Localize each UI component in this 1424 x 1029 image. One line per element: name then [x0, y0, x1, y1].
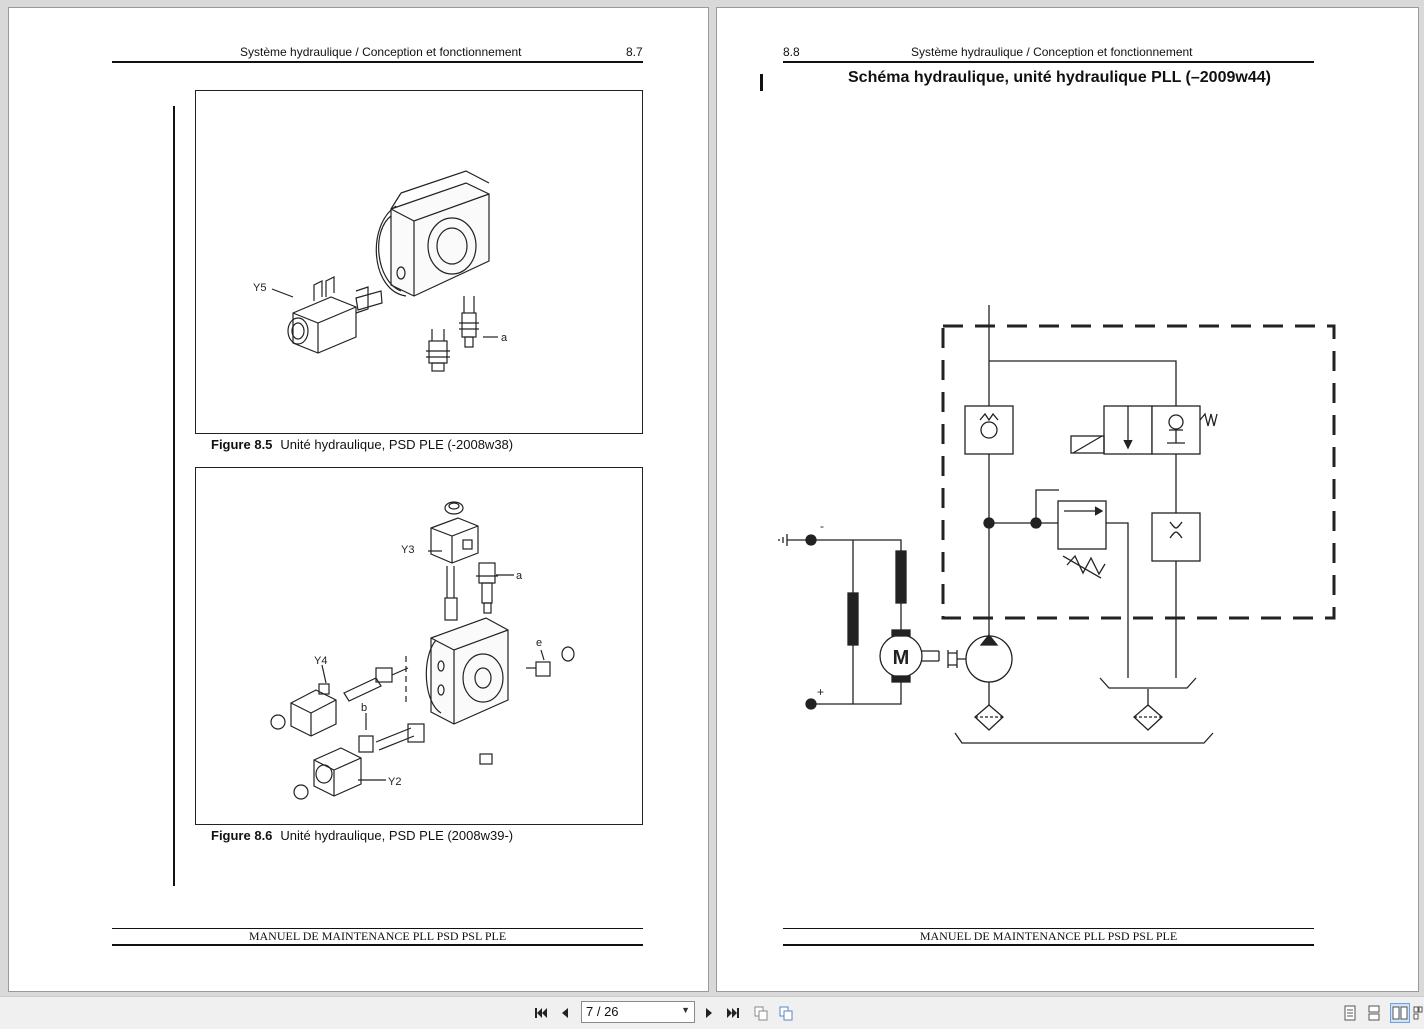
left-footer: MANUEL DE MAINTENANCE PLL PSD PSL PLE [248, 929, 507, 943]
label-a-fig2: a [516, 570, 523, 582]
figure-8-5-text: Unité hydraulique, PSD PLE (-2008w38) [280, 437, 514, 452]
next-page-button[interactable] [700, 1004, 718, 1022]
go-forward-button[interactable] [777, 1004, 795, 1022]
two-page-continuous-view-button[interactable] [1412, 1003, 1424, 1023]
header-rule [112, 61, 643, 63]
label-y5: Y5 [253, 282, 266, 294]
footer-rule-top [783, 928, 1314, 929]
right-page: 8.8 Système hydraulique / Conception et … [716, 7, 1419, 992]
schema-title: Schéma hydraulique, unité hydraulique PL… [848, 69, 1271, 86]
footer-rule-bottom [783, 944, 1314, 946]
right-page-number: 8.8 [783, 45, 800, 59]
minus-terminal-label: - [820, 519, 824, 533]
last-page-icon [727, 1008, 739, 1018]
footer-rule-bottom [112, 944, 643, 946]
figure-8-5-number: Figure 8.5 [211, 437, 273, 452]
figure-8-6-text: Unité hydraulique, PSD PLE (2008w39-) [280, 828, 514, 843]
left-header-title: Système hydraulique / Conception et fonc… [240, 45, 522, 59]
two-page-view-button[interactable] [1390, 1003, 1410, 1023]
previous-page-button[interactable] [556, 1004, 574, 1022]
figure-8-6-drawing: Y3 a Y4 b e Y2 [270, 501, 575, 800]
figure-8-6-caption: Figure 8.6 Unité hydraulique, PSD PLE (20… [211, 828, 513, 843]
first-page-icon [535, 1008, 547, 1018]
label-y4: Y4 [314, 655, 327, 667]
label-y3: Y3 [401, 544, 414, 556]
label-e: e [536, 637, 542, 649]
left-page: Système hydraulique / Conception et fonc… [8, 7, 709, 992]
go-back-button[interactable] [752, 1004, 770, 1022]
right-header-title: Système hydraulique / Conception et fonc… [911, 45, 1193, 59]
viewer-toolbar: 7 / 26 ▼ [0, 996, 1424, 1029]
figure-8-6-frame: Y3 a Y4 b e Y2 [195, 467, 643, 825]
page-indicator: 7 / 26 [586, 1004, 619, 1019]
continuous-view-button[interactable] [1364, 1003, 1384, 1023]
last-page-button[interactable] [724, 1004, 742, 1022]
single-page-view-button[interactable] [1340, 1003, 1360, 1023]
single-page-icon [1344, 1005, 1356, 1021]
first-page-button[interactable] [532, 1004, 550, 1022]
motor-label: M [893, 647, 910, 669]
footer-rule-top [112, 928, 643, 929]
revision-bar [173, 106, 175, 886]
left-page-number: 8.7 [626, 45, 643, 59]
dropdown-arrow-icon: ▼ [681, 1005, 690, 1015]
revision-bar [760, 74, 763, 91]
label-y2: Y2 [388, 776, 401, 788]
figure-8-5-drawing: Y5 a [253, 170, 508, 372]
two-page-continuous-icon [1413, 1006, 1423, 1020]
figure-8-6-number: Figure 8.6 [211, 828, 273, 843]
previous-page-icon [562, 1008, 568, 1018]
go-forward-icon [779, 1006, 793, 1021]
plus-terminal-label: + [817, 685, 824, 699]
go-back-icon [754, 1006, 768, 1021]
continuous-page-icon [1368, 1005, 1380, 1021]
label-b: b [361, 702, 367, 714]
hydraulic-schematic: M - + [778, 305, 1336, 744]
label-a-fig1: a [501, 332, 508, 344]
figure-8-5-frame: Y5 a [195, 90, 643, 434]
page-select[interactable]: 7 / 26 ▼ [581, 1001, 695, 1023]
right-footer: MANUEL DE MAINTENANCE PLL PSD PSL PLE [919, 929, 1178, 943]
next-page-icon [706, 1008, 712, 1018]
two-page-icon [1392, 1006, 1408, 1020]
header-rule [783, 61, 1314, 63]
figure-8-5-caption: Figure 8.5 Unité hydraulique, PSD PLE (-2… [211, 437, 513, 452]
